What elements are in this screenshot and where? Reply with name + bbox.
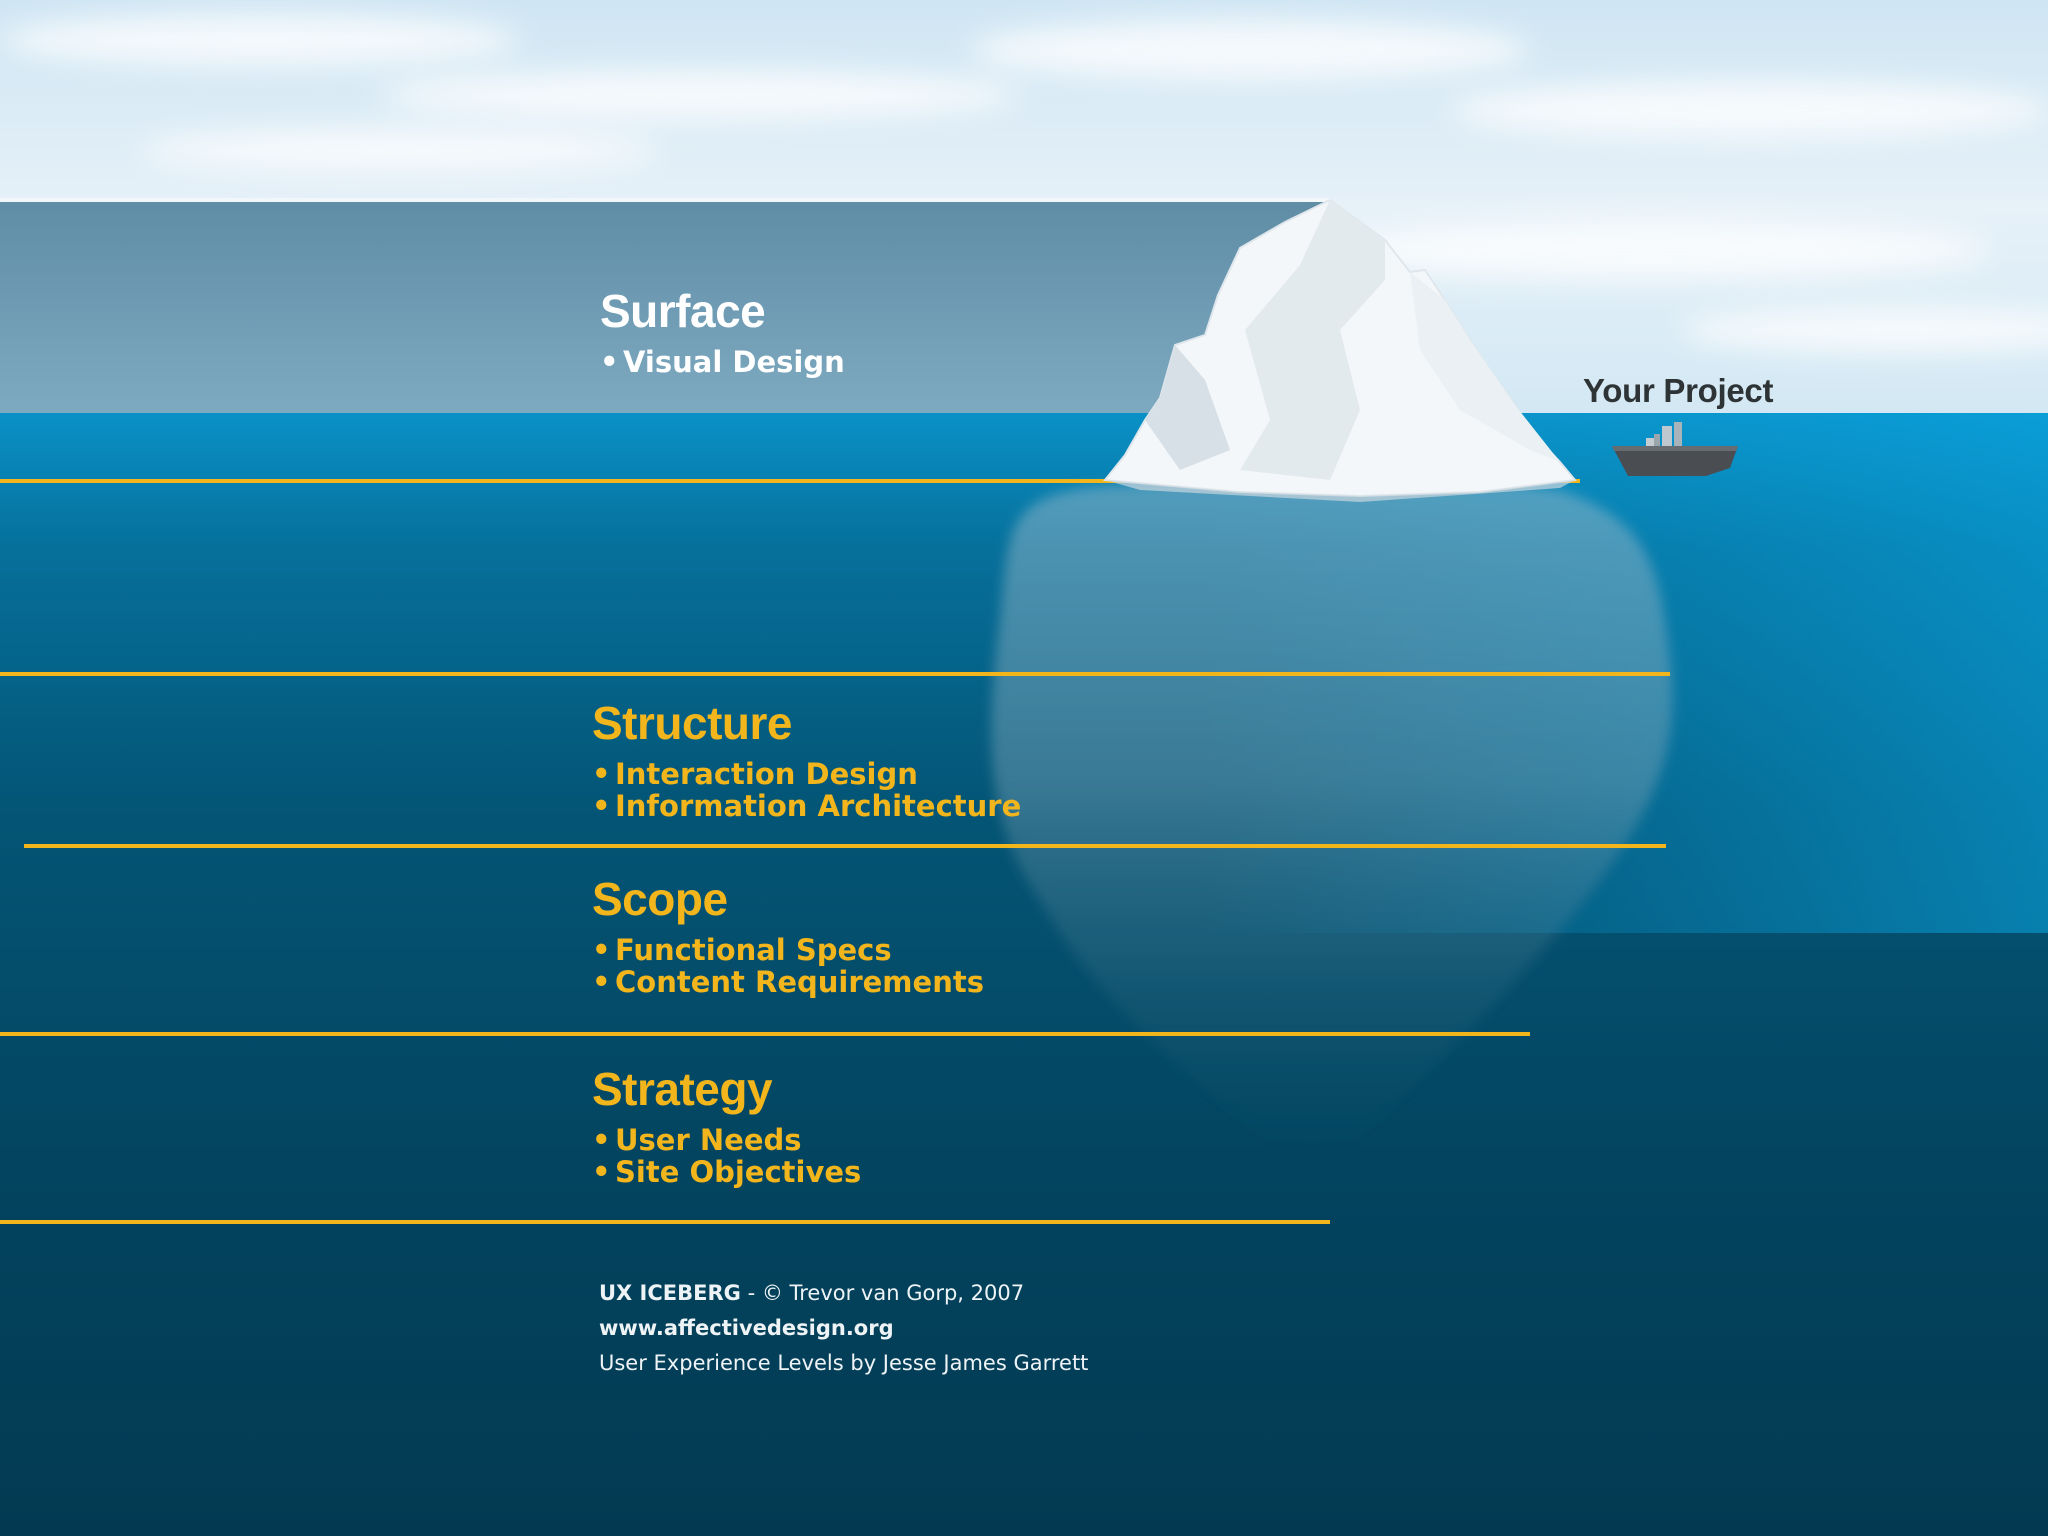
bullet: • xyxy=(592,1155,611,1189)
list-item: •Content Requirements xyxy=(592,966,984,998)
item-label: Content Requirements xyxy=(615,965,984,999)
layer-scope: Scope •Functional Specs •Content Require… xyxy=(592,876,984,998)
list-item: •Interaction Design xyxy=(592,758,1021,790)
bullet: • xyxy=(592,933,611,967)
bullet: • xyxy=(592,965,611,999)
credit-name: UX ICEBERG xyxy=(599,1281,741,1305)
item-label: Information Architecture xyxy=(615,789,1022,823)
clouds xyxy=(0,14,2048,352)
item-label: Site Objectives xyxy=(615,1155,862,1189)
item-label: Interaction Design xyxy=(615,757,918,791)
list-item: •Site Objectives xyxy=(592,1156,861,1188)
list-item: •Visual Design xyxy=(600,346,845,378)
layer-strategy: Strategy •User Needs •Site Objectives xyxy=(592,1066,861,1188)
list-item: •User Needs xyxy=(592,1124,861,1156)
item-label: Visual Design xyxy=(623,345,845,379)
layer-title: Structure xyxy=(592,697,792,749)
layer-items: •Visual Design xyxy=(600,346,845,378)
project-label: Your Project xyxy=(1583,372,1774,409)
layer-structure: Structure •Interaction Design •Informati… xyxy=(592,700,1021,822)
credits: UX ICEBERG - © Trevor van Gorp, 2007 www… xyxy=(599,1276,1088,1381)
layer-items: •Interaction Design •Information Archite… xyxy=(592,758,1021,822)
layer-title: Surface xyxy=(600,285,766,337)
bullet: • xyxy=(592,757,611,791)
ship-icon xyxy=(1612,422,1738,476)
list-item: •Functional Specs xyxy=(592,934,984,966)
iceberg-underwater xyxy=(991,477,1673,1154)
layer-title: Scope xyxy=(592,873,728,925)
layer-title: Strategy xyxy=(592,1063,773,1115)
layer-items: •User Needs •Site Objectives xyxy=(592,1124,861,1188)
iceberg-icon xyxy=(1103,198,1577,502)
item-label: User Needs xyxy=(615,1123,802,1157)
credit-line-title: UX ICEBERG - © Trevor van Gorp, 2007 xyxy=(599,1276,1088,1311)
credit-attribution: User Experience Levels by Jesse James Ga… xyxy=(599,1351,1089,1375)
item-label: Functional Specs xyxy=(615,933,892,967)
layer-surface: Surface •Visual Design xyxy=(600,288,845,378)
layer-items: •Functional Specs •Content Requirements xyxy=(592,934,984,998)
bullet: • xyxy=(600,345,619,379)
bullet: • xyxy=(592,789,611,823)
credit-copyright: - © Trevor van Gorp, 2007 xyxy=(740,1281,1025,1305)
bullet: • xyxy=(592,1123,611,1157)
credit-url: www.affectivedesign.org xyxy=(599,1316,894,1340)
list-item: •Information Architecture xyxy=(592,790,1021,822)
